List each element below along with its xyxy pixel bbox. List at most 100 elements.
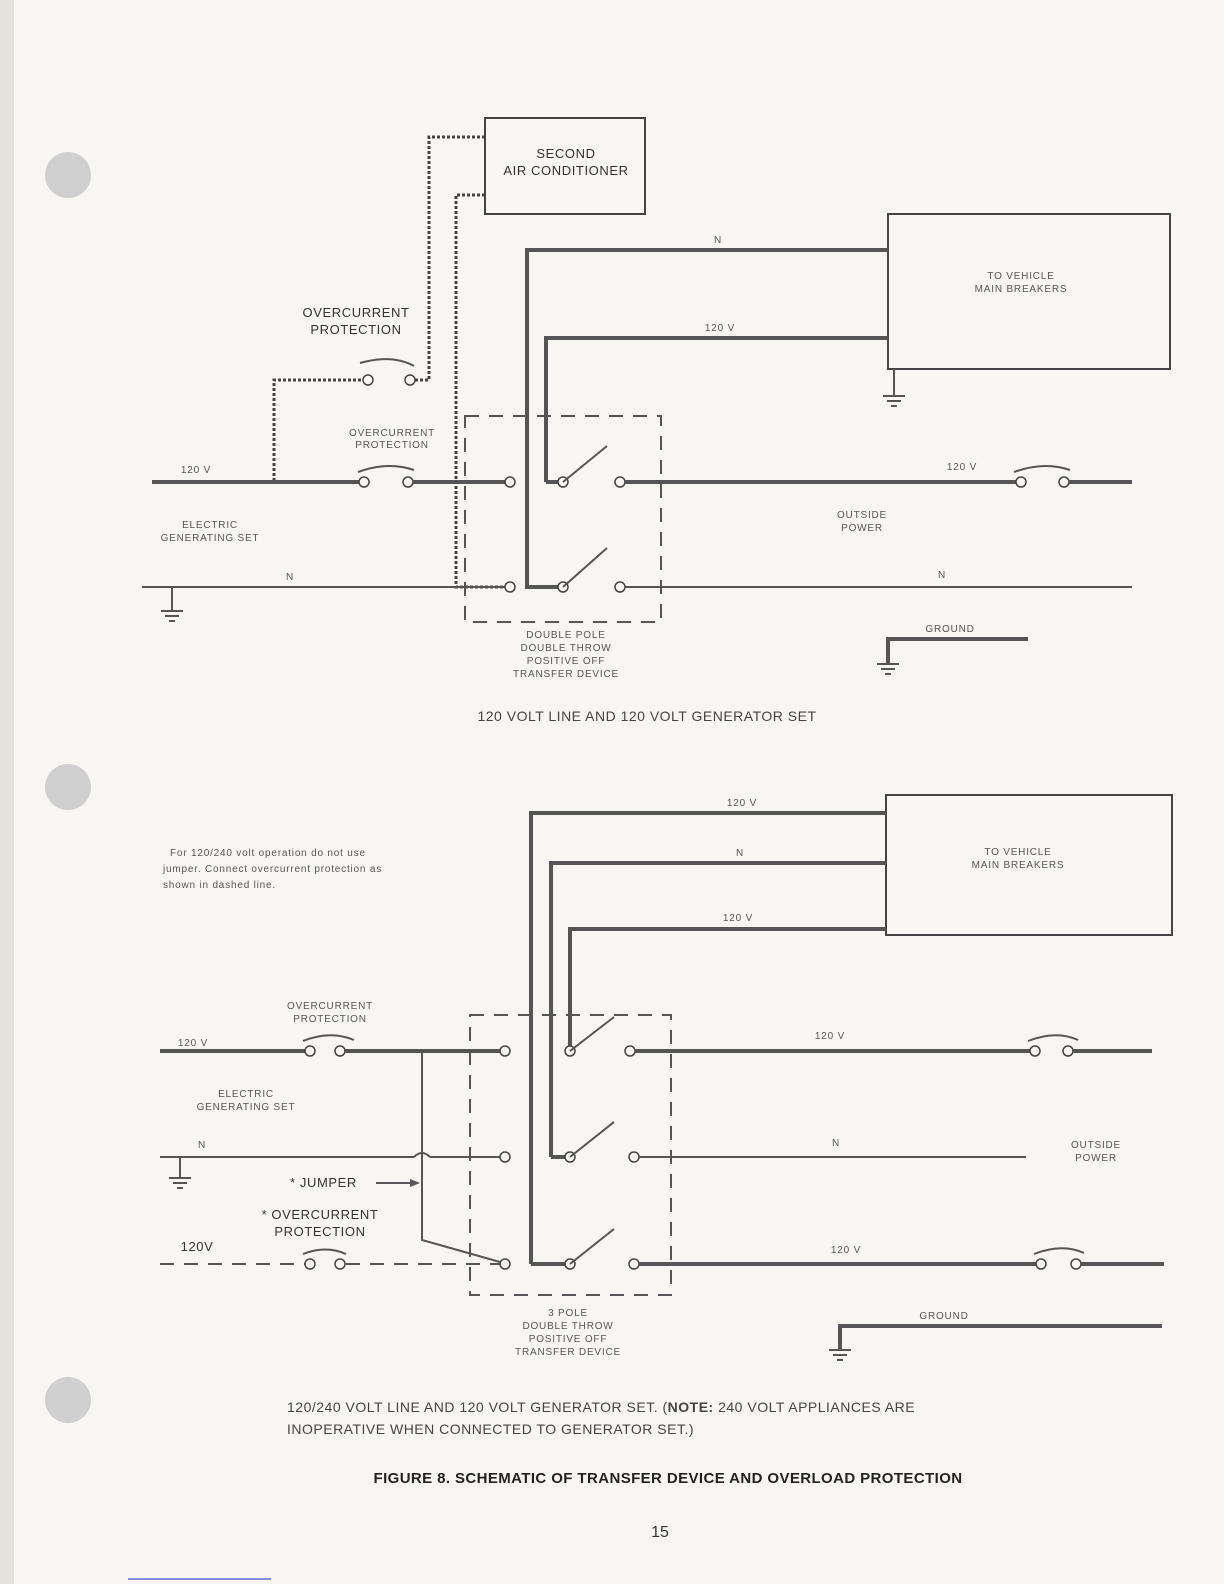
transfer-label-bottom-2: DOUBLE THROW bbox=[522, 1321, 613, 1332]
b-n-top-label: N bbox=[736, 848, 744, 859]
transfer-label-bottom-3: POSITIVE OFF bbox=[529, 1334, 608, 1345]
outside-120v-label: 120 V bbox=[947, 462, 977, 473]
b-outside-120v-label-2: 120 V bbox=[831, 1245, 861, 1256]
switch-top-left-terminal bbox=[504, 476, 516, 488]
overcurrent-upper-label-1: OVERCURRENT bbox=[303, 305, 410, 320]
breaker-upper-terminal-1 bbox=[362, 374, 374, 386]
b-v120-top-label: 120 V bbox=[727, 798, 757, 809]
caption-bottom-line-2: INOPERATIVE WHEN CONNECTED TO GENERATOR … bbox=[287, 1421, 694, 1437]
ac-dotted-wire-1 bbox=[410, 135, 485, 382]
b-electric-gen-label-1: ELECTRIC bbox=[218, 1089, 274, 1100]
transfer-label-bottom-4: TRANSFER DEVICE bbox=[515, 1347, 621, 1358]
b-switch1-left-terminal bbox=[499, 1045, 511, 1057]
transfer-label-top-2: DOUBLE THROW bbox=[520, 643, 611, 654]
b-gen-120v-label: 120 V bbox=[178, 1038, 208, 1049]
top-schematic: SECOND AIR CONDITIONER TO VEHICLE MAIN B… bbox=[142, 117, 1171, 724]
b-outside-breaker1-terminal-1 bbox=[1029, 1045, 1041, 1057]
v120-line-to-vehicle bbox=[544, 336, 888, 482]
b-outside-breaker2-terminal-1 bbox=[1035, 1258, 1047, 1270]
v120-mid-label: 120 V bbox=[705, 323, 735, 334]
switch1-right-terminal bbox=[614, 476, 626, 488]
b-outside-power-label-2: POWER bbox=[1075, 1153, 1117, 1164]
b-v120-mid-label: 120 V bbox=[723, 913, 753, 924]
b-gen-n-label: N bbox=[198, 1140, 206, 1151]
b-outside-120v-label-1: 120 V bbox=[815, 1031, 845, 1042]
b-v120-top-line bbox=[529, 811, 886, 1264]
bottom-schematic: TO VEHICLE MAIN BREAKERS For 120/240 vol… bbox=[160, 794, 1173, 1437]
ground-label-bottom: GROUND bbox=[919, 1311, 968, 1322]
gen-n-label: N bbox=[286, 572, 294, 583]
overcurrent-lower-label-1: OVERCURRENT bbox=[349, 428, 435, 439]
caption-bottom-prefix: 120/240 VOLT LINE AND 120 VOLT GENERATOR… bbox=[287, 1399, 668, 1415]
b-overcurrent-label-2: PROTECTION bbox=[293, 1014, 367, 1025]
b-switch3-left-terminal bbox=[499, 1258, 511, 1270]
outside-breaker-terminal-1 bbox=[1015, 476, 1027, 488]
jumper-arrow-head bbox=[410, 1179, 420, 1187]
switch2-blade bbox=[562, 547, 608, 588]
transfer-label-top-4: TRANSFER DEVICE bbox=[513, 669, 619, 680]
b-outside-breaker2-terminal-2 bbox=[1070, 1258, 1082, 1270]
breaker-lower-terminal-2 bbox=[402, 476, 414, 488]
vehicle-main-label-1: TO VEHICLE bbox=[987, 271, 1054, 282]
second-ac-label-1: SECOND bbox=[536, 146, 595, 161]
page-number: 15 bbox=[651, 1524, 669, 1541]
b-pole2-blade bbox=[569, 1121, 615, 1158]
vehicle-main-box-top bbox=[887, 213, 1171, 370]
n-line-to-vehicle bbox=[525, 248, 888, 589]
b-outside-power-label-1: OUTSIDE bbox=[1071, 1140, 1121, 1151]
electric-gen-label-2: GENERATING SET bbox=[161, 533, 260, 544]
outside-breaker-terminal-2 bbox=[1058, 476, 1070, 488]
outside-power-label-2: POWER bbox=[841, 523, 883, 534]
b-pole3-blade bbox=[569, 1228, 615, 1265]
b-pole1-right-terminal bbox=[624, 1045, 636, 1057]
b-pole3-right-terminal bbox=[628, 1258, 640, 1270]
b-star-overcurrent-label-2: PROTECTION bbox=[274, 1224, 365, 1239]
second-ac-label-2: AIR CONDITIONER bbox=[503, 163, 628, 178]
b-outside-n-label: N bbox=[832, 1138, 840, 1149]
b-overcurrent-label-1: OVERCURRENT bbox=[287, 1001, 373, 1012]
note-line-3: shown in dashed line. bbox=[163, 880, 276, 891]
switch-bottom-left-terminal bbox=[504, 581, 516, 593]
ground-wire-top bbox=[886, 637, 1028, 664]
jumper-label: * JUMPER bbox=[290, 1175, 357, 1190]
b-breaker-arc bbox=[302, 1034, 355, 1042]
overcurrent-upper-label-2: PROTECTION bbox=[310, 322, 401, 337]
caption-bottom-line1-rest: 240 VOLT APPLIANCES ARE bbox=[714, 1399, 915, 1415]
b-breaker-terminal-1 bbox=[304, 1045, 316, 1057]
jumper-wire bbox=[421, 1051, 501, 1263]
binder-hole-top bbox=[45, 152, 91, 198]
binder-hole-middle bbox=[45, 764, 91, 810]
binder-hole-bottom bbox=[45, 1377, 91, 1423]
b-electric-gen-label-2: GENERATING SET bbox=[197, 1102, 296, 1113]
ac-dotted-wire-3 bbox=[272, 378, 366, 482]
ac-dotted-wire-2 bbox=[454, 193, 505, 589]
b-dashed-breaker-arc bbox=[302, 1248, 347, 1255]
b-dashed-breaker-terminal-1 bbox=[304, 1258, 316, 1270]
transfer-device-box-top bbox=[464, 415, 662, 623]
b-outside-breaker1-terminal-2 bbox=[1062, 1045, 1074, 1057]
breaker-upper-arc bbox=[359, 358, 415, 367]
caption-top: 120 VOLT LINE AND 120 VOLT GENERATOR SET bbox=[477, 708, 816, 724]
figure-title: FIGURE 8. SCHEMATIC OF TRANSFER DEVICE A… bbox=[374, 1470, 963, 1487]
overcurrent-lower-label-2: PROTECTION bbox=[355, 440, 429, 451]
transfer-label-top-1: DOUBLE POLE bbox=[526, 630, 605, 641]
outside-n-label: N bbox=[938, 570, 946, 581]
b-switch2-left-terminal bbox=[499, 1151, 511, 1163]
b-pole1-blade bbox=[569, 1016, 615, 1052]
note-line-2: jumper. Connect overcurrent protection a… bbox=[162, 864, 382, 875]
breaker-lower-terminal-1 bbox=[358, 476, 370, 488]
note-line-1: For 120/240 volt operation do not use bbox=[170, 848, 366, 859]
b-gen-120v-dashed-label: 120V bbox=[181, 1239, 214, 1254]
b-v120-mid-line bbox=[568, 927, 886, 1051]
b-outside-breaker1-arc bbox=[1027, 1034, 1079, 1042]
switch1-blade bbox=[562, 445, 608, 483]
b-dashed-breaker-terminal-2 bbox=[334, 1258, 346, 1270]
ground-wire-bottom bbox=[838, 1324, 1162, 1350]
switch2-right-terminal bbox=[614, 581, 626, 593]
transfer-label-top-3: POSITIVE OFF bbox=[527, 656, 606, 667]
outside-power-label-1: OUTSIDE bbox=[837, 510, 887, 521]
vehicle-main-label-2: MAIN BREAKERS bbox=[975, 284, 1068, 295]
breaker-upper-terminal-2 bbox=[404, 374, 416, 386]
ground-label-top: GROUND bbox=[925, 624, 974, 635]
